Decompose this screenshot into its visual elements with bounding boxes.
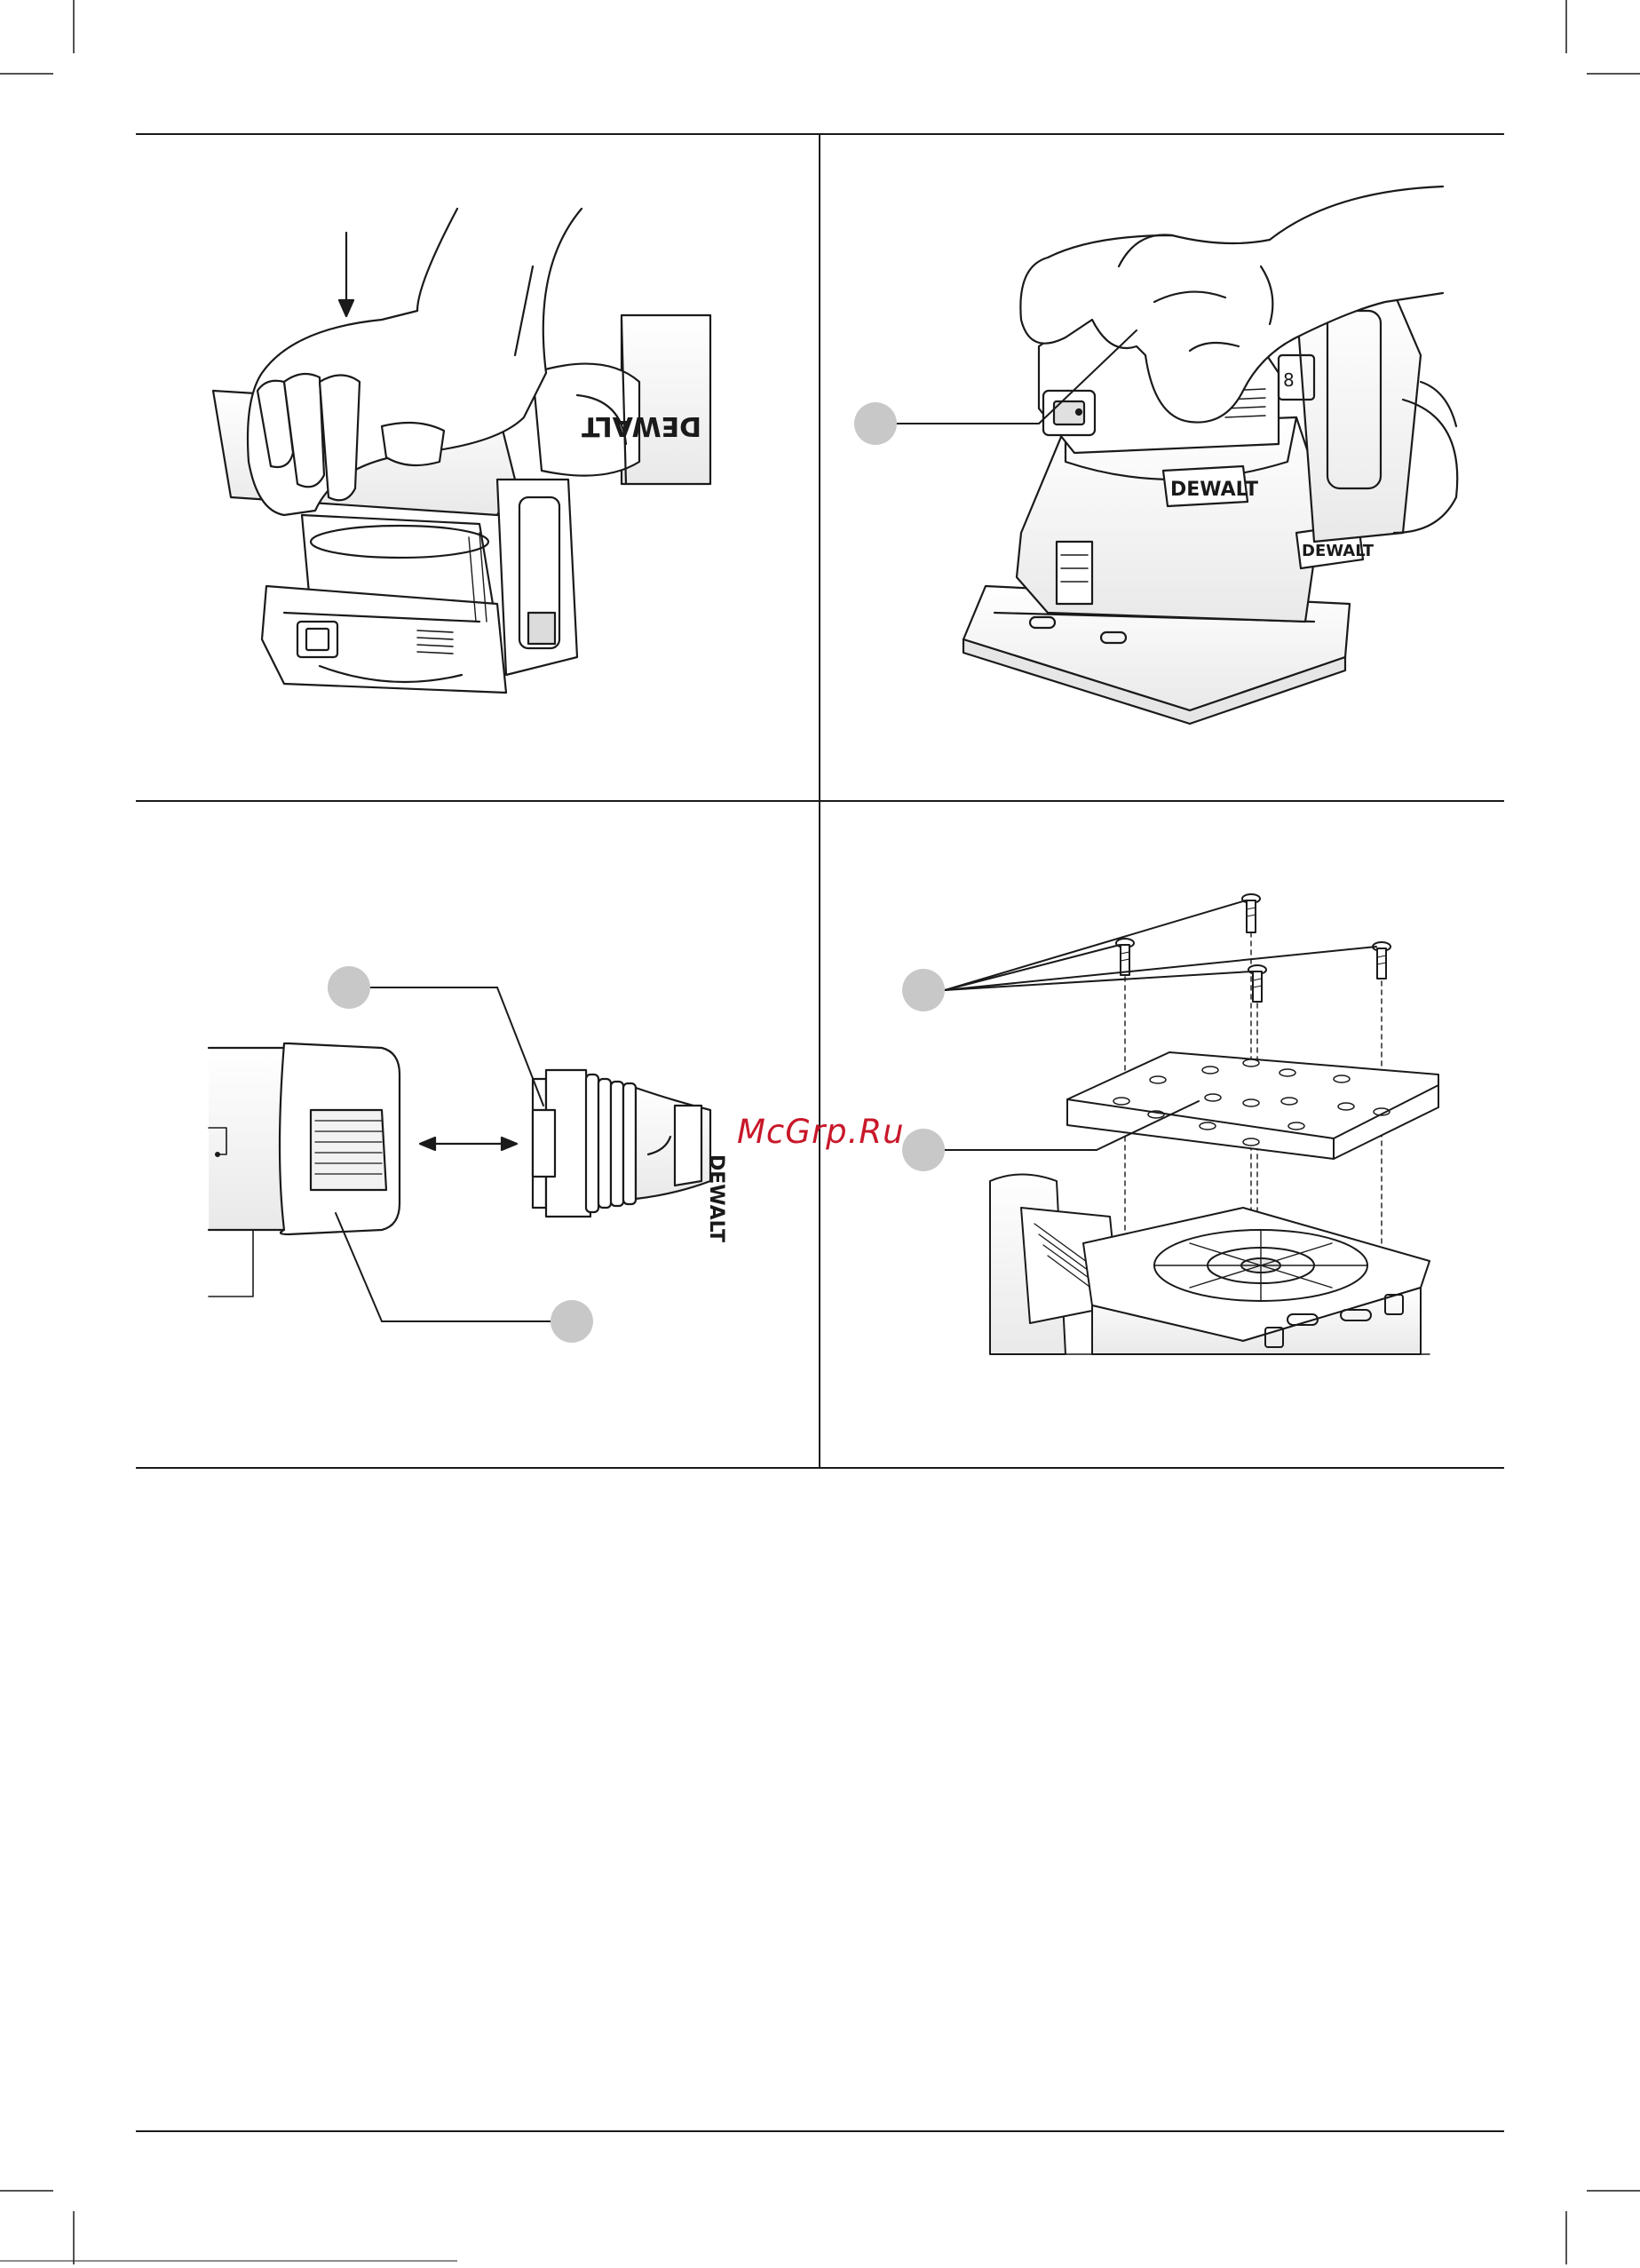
sander-base-icon — [990, 1175, 1430, 1355]
callout-1 — [902, 900, 1376, 1011]
svg-text:8: 8 — [1283, 369, 1295, 391]
dust-bag-icon — [209, 1043, 400, 1297]
figure-c: DEWALT — [209, 966, 727, 1343]
svg-text:DEWALT: DEWALT — [1302, 542, 1375, 560]
svg-text:DEWALT: DEWALT — [1170, 479, 1258, 501]
punch-plate-icon — [1067, 1052, 1438, 1159]
callout-2 — [336, 1213, 593, 1343]
figure-a: DEWALT — [213, 209, 710, 693]
figure-d — [902, 894, 1438, 1354]
watermark-text: McGrp.Ru — [737, 1113, 905, 1151]
double-arrow-icon — [420, 1138, 517, 1150]
svg-text:DEWALT: DEWALT — [705, 1154, 727, 1242]
dust-port-icon: DEWALT — [533, 315, 710, 484]
dust-adapter-icon: DEWALT — [533, 1070, 727, 1242]
down-arrow-icon — [339, 233, 353, 316]
figure-b: DEWALT DEWALT 8 — [854, 186, 1457, 724]
svg-text:DEWALT: DEWALT — [581, 410, 701, 441]
screw-icon — [1116, 894, 1390, 1002]
